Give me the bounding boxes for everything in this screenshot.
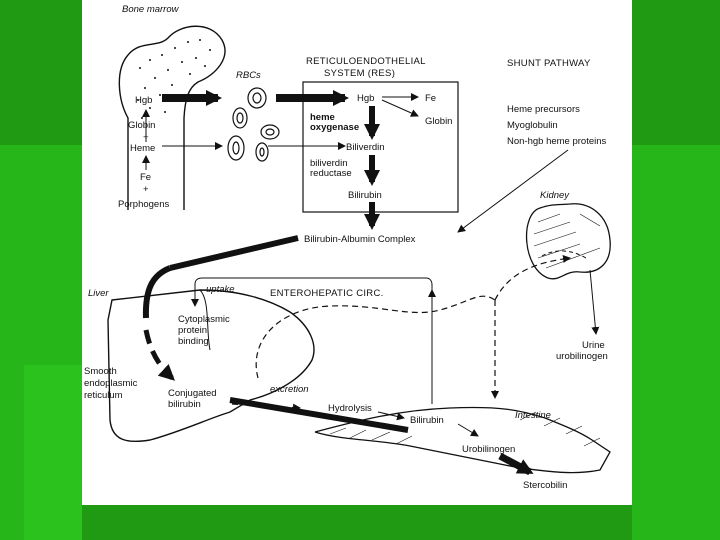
slide-band-right xyxy=(632,145,720,540)
shunt-to-complex-arrow xyxy=(457,149,569,233)
smooth-er-line3: reticulum xyxy=(84,390,123,401)
enterohepatic-loop xyxy=(194,277,433,404)
complex-to-liver-line xyxy=(169,235,299,271)
bone-marrow-speckles xyxy=(137,39,211,119)
biliverdin-reductase-line1: biliverdin xyxy=(310,158,348,169)
fe-marrow-label: Fe xyxy=(140,172,151,183)
conjugated-bilirubin-line2: bilirubin xyxy=(168,399,201,410)
cytoplasmic-line3: binding xyxy=(178,336,209,347)
hgb-to-globin-arrow xyxy=(381,99,419,117)
rbcs-label: RBCs xyxy=(236,70,261,81)
bone-outline xyxy=(118,25,226,210)
dashed-to-kidney xyxy=(494,254,571,301)
globin-res-label: Globin xyxy=(425,116,452,127)
heme-oxygenase-line1: heme xyxy=(310,112,335,123)
bilirubin-to-urobilinogen-arrow xyxy=(457,423,479,437)
kidney-icon xyxy=(525,203,611,280)
uptake-label: uptake xyxy=(206,284,235,295)
excretion-label: excretion xyxy=(270,384,309,395)
bilirubin-res-label: Bilirubin xyxy=(348,190,382,201)
kidney-to-urine-arrow xyxy=(589,269,600,335)
cytoplasmic-line1: Cytoplasmic xyxy=(178,314,230,325)
heme-marrow-label: Heme xyxy=(130,143,155,154)
plus-sign: + xyxy=(143,184,149,195)
res-title-line1: RETICULOENDOTHELIAL xyxy=(306,56,426,67)
res-box xyxy=(302,81,459,213)
cytoplasmic-line2: protein xyxy=(178,325,207,336)
shunt-heme-precursors: Heme precursors xyxy=(507,104,580,115)
hydrolysis-label: Hydrolysis xyxy=(328,403,372,414)
enterohepatic-label: ENTEROHEPATIC CIRC. xyxy=(270,288,384,299)
bone-marrow-label: Bone marrow xyxy=(122,4,180,15)
porphogens-label: Porphogens xyxy=(118,199,169,210)
rbc-cells-icon xyxy=(227,87,280,162)
heme-oxygenase-line2: oxygenase xyxy=(310,122,359,133)
kidney-internal-dashed xyxy=(541,250,587,259)
liver-label: Liver xyxy=(88,288,109,299)
hgb-marrow-label: Hgb xyxy=(135,95,152,106)
liver-conjugation-dashed-arrow xyxy=(143,329,175,381)
slide-band-bottom xyxy=(24,365,82,540)
intestine-label: Intestine xyxy=(515,410,551,421)
smooth-er-line2: endoplasmic xyxy=(84,378,138,389)
biliverdin-reductase-line2: reductase xyxy=(310,168,352,179)
shunt-myoglobulin: Myoglobulin xyxy=(507,120,558,131)
fe-res-label: Fe xyxy=(425,93,436,104)
urine-label: Urine xyxy=(582,340,605,351)
biliverdin-label: Biliverdin xyxy=(346,142,385,153)
kidney-hatching xyxy=(533,213,601,269)
res-title-line2: SYSTEM (RES) xyxy=(324,68,395,79)
conjugated-bilirubin-line1: Conjugated xyxy=(168,388,217,399)
bilirubin-albumin-complex-label: Bilirubin-Albumin Complex xyxy=(304,234,416,245)
intestine-outline xyxy=(314,406,611,474)
liver-lobe-line xyxy=(199,289,211,351)
shunt-non-hgb-heme-proteins: Non-hgb heme proteins xyxy=(507,136,607,147)
urobilinogen-label: Urobilinogen xyxy=(462,444,515,455)
urobilinogen-to-stercobilin-arrow xyxy=(498,452,534,476)
bile-excretion-arrow xyxy=(229,397,409,433)
kidney-label: Kidney xyxy=(540,190,570,201)
intestine-hatching xyxy=(329,411,601,447)
urine-urobilinogen-label: urobilinogen xyxy=(556,351,608,362)
complex-to-liver-curve xyxy=(142,265,172,319)
liver-outline xyxy=(107,289,315,443)
shunt-pathway-title: SHUNT PATHWAY xyxy=(507,58,591,69)
dashed-portal-return xyxy=(255,295,496,379)
globin-marrow-label: Globin xyxy=(128,120,155,131)
stercobilin-label: Stercobilin xyxy=(523,480,567,491)
bilirubin-intestine-label: Bilirubin xyxy=(410,415,444,426)
hgb-res-label: Hgb xyxy=(357,93,374,104)
smooth-er-line1: Smooth xyxy=(84,366,117,377)
